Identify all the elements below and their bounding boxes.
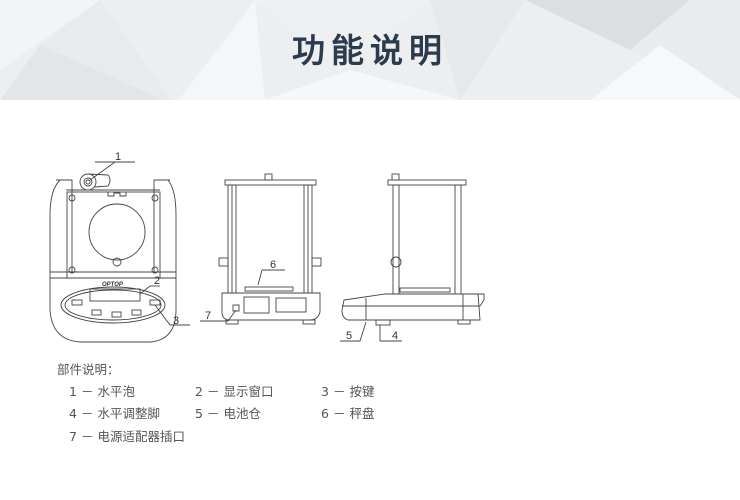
callout-3: 3 — [173, 315, 179, 327]
key-button — [111, 311, 122, 318]
parts-legend-heading: 部件说明： — [57, 362, 120, 377]
display-window — [89, 288, 141, 302]
legend-item: 3 － 按键 — [321, 384, 375, 399]
callout-4: 4 — [392, 330, 398, 342]
legend-item: 4 － 水平调整脚 — [69, 406, 160, 421]
callout-7: 7 — [205, 310, 211, 322]
callout-2: 2 — [154, 275, 160, 287]
balance-diagrams: OPTOP 1 2 — [49, 151, 485, 343]
callout-6: 6 — [270, 259, 276, 271]
legend-item: 2 － 显示窗口 — [195, 384, 274, 399]
header-banner: 功能说明 — [0, 0, 740, 100]
key-button — [131, 309, 142, 316]
legend-item: 1 － 水平泡 — [69, 384, 135, 399]
triangle-pattern-background — [0, 0, 740, 100]
front-view-diagram — [200, 173, 322, 325]
side-view-diagram — [340, 173, 485, 342]
level-foot — [375, 319, 391, 326]
page-title: 功能说明 — [292, 31, 448, 70]
callout-1: 1 — [115, 151, 121, 163]
legend-item: 5 － 电池仓 — [195, 406, 261, 421]
top-view-diagram: OPTOP — [49, 161, 190, 343]
level-bubble-icon — [79, 173, 111, 191]
legend-item: 6 － 秤盘 — [321, 406, 375, 421]
key-button — [149, 299, 161, 306]
brand-logo: OPTOP — [102, 282, 124, 288]
key-button — [71, 299, 83, 306]
callout-5: 5 — [346, 330, 352, 342]
key-button — [91, 309, 102, 316]
legend-item: 7 － 电源适配器插口 — [69, 429, 185, 444]
